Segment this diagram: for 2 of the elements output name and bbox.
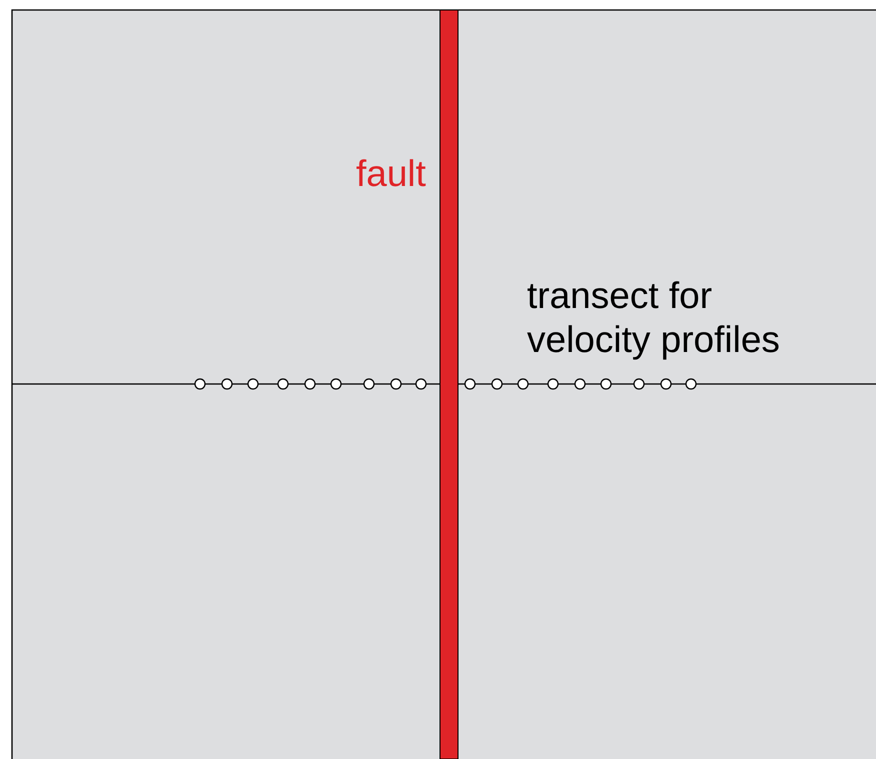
fault-label: fault	[356, 152, 426, 196]
transect-label: transect for velocity profiles	[527, 274, 781, 362]
